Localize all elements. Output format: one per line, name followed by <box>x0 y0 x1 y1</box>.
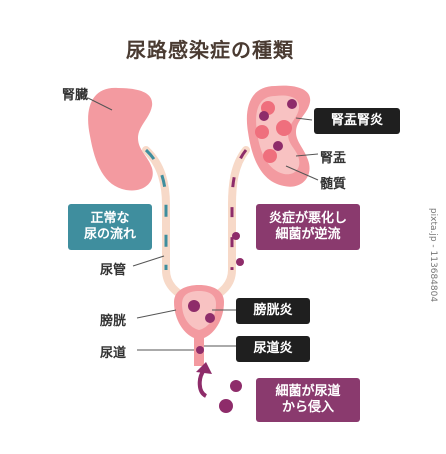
medulla-region <box>255 125 269 139</box>
callout-normal-flow-text: 正常な 尿の流れ <box>83 211 136 242</box>
bacteria <box>196 346 204 354</box>
left-ureter-flow <box>144 148 168 270</box>
right-ureter <box>206 146 250 304</box>
left-kidney <box>88 87 153 191</box>
callout-pyelonephritis-text: 腎盂腎炎 <box>330 113 383 128</box>
callout-urethritis-text: 尿道炎 <box>253 341 293 356</box>
side-watermark-text: pixta.jp - 113684804 <box>426 60 440 450</box>
label-ureter: 尿管 <box>100 263 127 278</box>
callout-cystitis-text: 膀胱炎 <box>253 303 293 318</box>
label-medulla: 髄質 <box>320 177 347 192</box>
callout-reflux-text: 炎症が悪化し 細菌が逆流 <box>268 211 347 242</box>
leader-pelvis <box>295 153 319 157</box>
label-kidney: 腎臓 <box>62 88 89 103</box>
bacteria <box>219 399 233 413</box>
callout-normal-flow: 正常な 尿の流れ <box>68 204 152 250</box>
leader-bladder <box>136 309 177 319</box>
medulla-region <box>263 149 277 163</box>
bacteria <box>232 232 240 240</box>
bacteria <box>259 111 269 121</box>
medulla-region <box>276 120 292 136</box>
callout-pyelonephritis: 腎盂腎炎 <box>314 108 400 134</box>
page-title: 尿路感染症の種類 <box>126 38 294 62</box>
label-pelvis: 腎盂 <box>320 151 347 166</box>
leader-pyelonephritis <box>295 117 313 121</box>
label-urethra: 尿道 <box>100 346 127 361</box>
right-ureter-reflux <box>230 149 248 270</box>
bacteria <box>236 258 244 266</box>
leader-ureter <box>132 255 165 267</box>
label-bladder: 膀胱 <box>100 314 127 329</box>
callout-invasion: 細菌が尿道 から侵入 <box>256 378 360 422</box>
callout-cystitis: 膀胱炎 <box>236 298 310 324</box>
bacteria <box>230 380 242 392</box>
bacteria <box>188 300 200 312</box>
callout-invasion-text: 細菌が尿道 から侵入 <box>275 384 341 415</box>
side-watermark-label: pixta.jp - 113684804 <box>428 207 438 303</box>
callout-reflux: 炎症が悪化し 細菌が逆流 <box>256 204 360 250</box>
bacteria <box>287 99 297 109</box>
invasion-arrow <box>197 368 208 398</box>
leader-medulla <box>285 165 319 181</box>
leader-kidney <box>87 97 113 111</box>
callout-urethritis: 尿道炎 <box>236 336 310 362</box>
bacteria-group <box>188 99 297 413</box>
bacteria <box>273 141 283 151</box>
invasion-arrowhead <box>196 362 212 374</box>
bacteria <box>205 313 215 323</box>
